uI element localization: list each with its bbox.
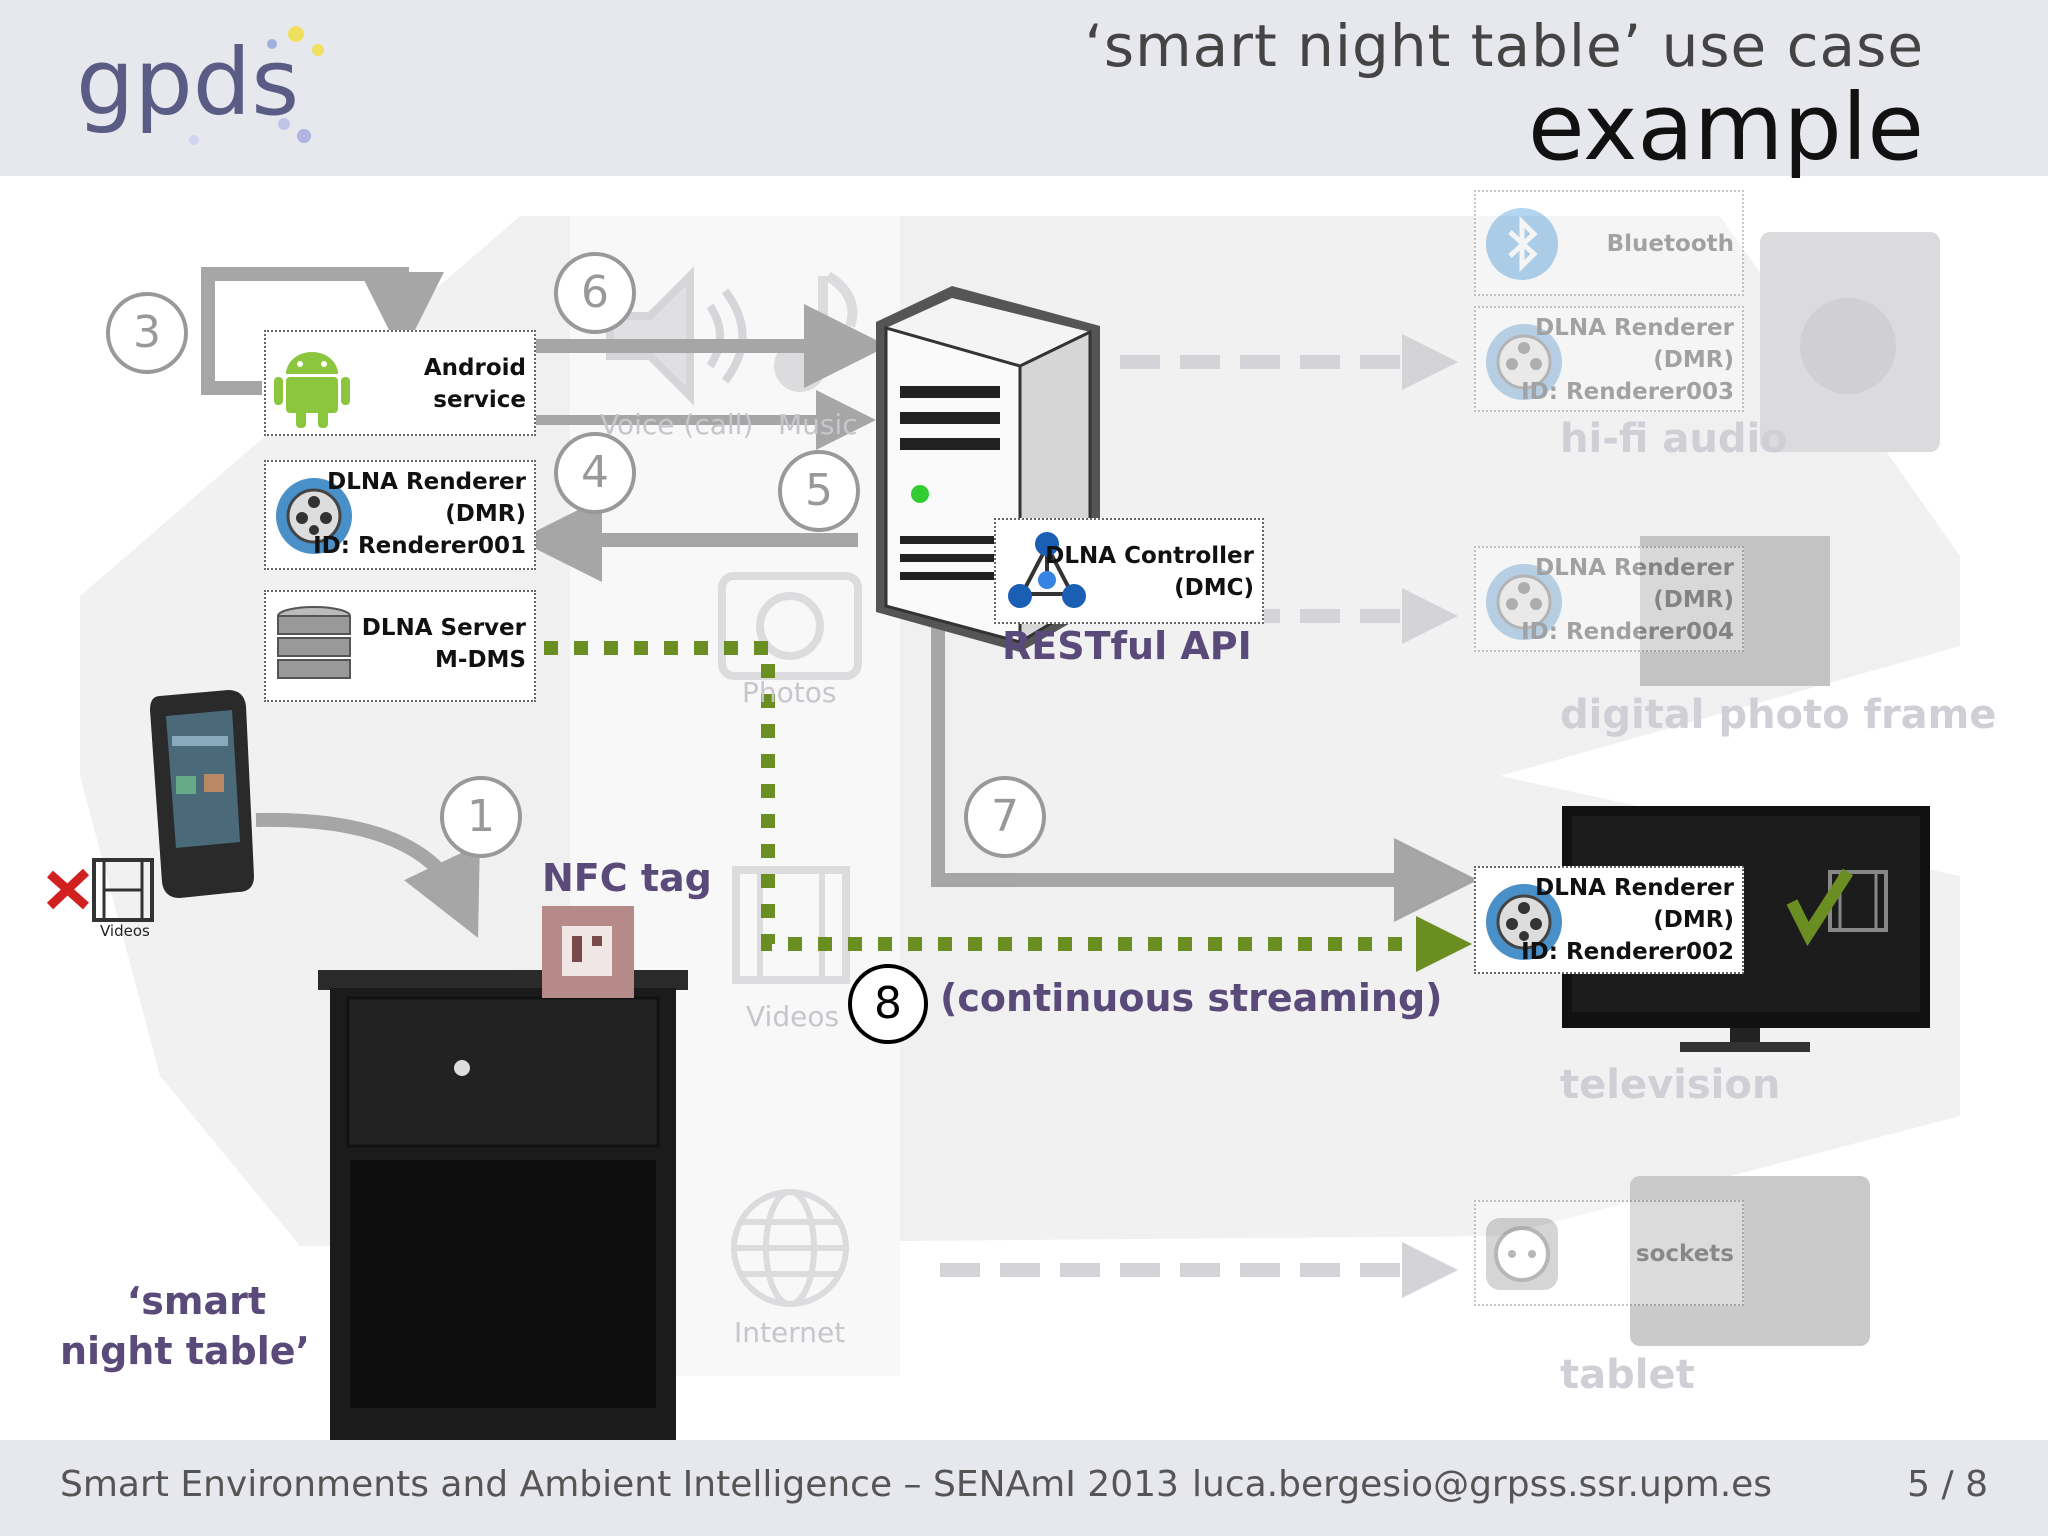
bluetooth-box: Bluetooth — [1474, 190, 1744, 296]
renderer001-line2: (DMR) — [445, 501, 526, 527]
renderer001-line3: ID: Renderer001 — [313, 533, 526, 559]
night-table-line1: ‘smart — [126, 1279, 266, 1323]
android-service-line2: service — [433, 387, 526, 413]
tablet-label: tablet — [1560, 1352, 1695, 1398]
step-8-badge: 8 — [848, 964, 928, 1044]
night-table-label: ‘smart night table’ — [60, 1276, 310, 1376]
diagram-graphics — [46, 216, 1960, 1440]
night-table-line2: night table’ — [60, 1329, 310, 1373]
dlna-controller-line2: (DMC) — [1174, 575, 1254, 601]
renderer004-line2: (DMR) — [1653, 587, 1734, 613]
bg-label-photos: Photos — [742, 676, 837, 709]
smartphone-icon — [150, 690, 254, 898]
nfc-tag-icon — [542, 906, 634, 998]
step-7-badge: 7 — [964, 776, 1046, 858]
android-service-line1: Android — [423, 355, 526, 381]
digital-photo-frame-label: digital photo frame — [1560, 692, 1997, 738]
ghost-globe-icon — [731, 1189, 849, 1307]
hifi-audio-label: hi-fi audio — [1560, 416, 1788, 462]
step-5-badge: 5 — [778, 450, 860, 532]
renderer001-line1: DLNA Renderer — [327, 469, 526, 495]
arrow-step7 — [931, 608, 1478, 922]
bg-label-internet: Internet — [734, 1316, 846, 1349]
bluetooth-label: Bluetooth — [1606, 231, 1734, 257]
bluetooth-icon — [1486, 208, 1558, 280]
renderer004-line1: DLNA Renderer — [1535, 555, 1734, 581]
renderer002-line2: (DMR) — [1653, 907, 1734, 933]
step-1-badge: 1 — [440, 776, 522, 858]
dlna-controller-box: DLNA Controller (DMC) — [994, 518, 1264, 624]
renderer002-box: DLNA Renderer (DMR) ID: Renderer002 — [1474, 866, 1744, 974]
tv-videos-check-icon — [1786, 868, 1888, 947]
renderer003-box: DLNA Renderer (DMR) ID: Renderer003 — [1474, 306, 1744, 412]
renderer004-box: DLNA Renderer (DMR) ID: Renderer004 — [1474, 546, 1744, 652]
renderer004-line3: ID: Renderer004 — [1521, 619, 1734, 645]
ghost-film-icon — [732, 866, 850, 984]
network-nodes-icon — [1008, 532, 1086, 608]
television-label: television — [1560, 1062, 1781, 1108]
arrow-step3-loop — [201, 267, 444, 395]
night-table-icon — [318, 970, 688, 1440]
film-reel-icon — [1486, 564, 1562, 640]
svg-text:gpds: gpds — [76, 29, 299, 136]
android-service-box: Android service — [264, 330, 536, 436]
ghost-speaker-icon — [606, 266, 747, 406]
diagram-canvas: Voice (call) Music Photos Videos Interne… — [0, 176, 2048, 1440]
footer-conference: Smart Environments and Ambient Intellige… — [60, 1464, 1179, 1505]
footer-email: luca.bergesio@grpss.ssr.upm.es — [1192, 1464, 1773, 1505]
ghost-camera-icon — [718, 572, 862, 680]
film-reel-icon — [1486, 324, 1562, 400]
renderer003-line3: ID: Renderer003 — [1521, 379, 1734, 405]
slide-title-line1: ‘smart night table’ use case — [1084, 12, 1924, 80]
footer-page-number: 5 / 8 — [1907, 1464, 1988, 1505]
film-reel-icon — [276, 478, 352, 554]
dlna-server-box: DLNA Server M-DMS — [264, 590, 536, 702]
renderer002-line3: ID: Renderer002 — [1521, 939, 1734, 965]
television-icon — [1562, 806, 1930, 1052]
phone-videos-caption: Videos — [100, 922, 150, 940]
slide-footer: Smart Environments and Ambient Intellige… — [0, 1440, 2048, 1536]
slide-title-line2: example — [1528, 74, 1924, 181]
renderer002-line1: DLNA Renderer — [1535, 875, 1734, 901]
bg-label-music: Music — [778, 408, 858, 441]
restful-api-label: RESTful API — [1002, 624, 1252, 668]
nfc-tag-label: NFC tag — [542, 856, 712, 900]
gpds-logo: gpds — [76, 26, 324, 145]
renderer003-line2: (DMR) — [1653, 347, 1734, 373]
arrow-step8-stream — [544, 641, 1472, 972]
renderer001-box: DLNA Renderer (DMR) ID: Renderer001 — [264, 460, 536, 570]
dlna-server-line2: M-DMS — [435, 647, 526, 673]
slide-header: gpds ‘smart night table’ use case exampl… — [0, 0, 2048, 181]
step-6-badge: 6 — [554, 252, 636, 334]
no-videos-icon — [46, 858, 154, 922]
database-icon — [277, 606, 351, 679]
step-4-badge: 4 — [554, 432, 636, 514]
renderer003-line1: DLNA Renderer — [1535, 315, 1734, 341]
arrow-step1 — [255, 812, 480, 938]
bg-label-videos: Videos — [746, 1000, 840, 1033]
dlna-server-line1: DLNA Server — [361, 615, 526, 641]
film-reel-icon — [1486, 884, 1562, 960]
continuous-streaming-label: (continuous streaming) — [940, 976, 1443, 1020]
dlna-controller-line1: DLNA Controller — [1045, 543, 1254, 569]
sockets-label: sockets — [1635, 1241, 1734, 1267]
android-icon — [274, 352, 350, 428]
step-3-badge: 3 — [106, 292, 188, 374]
socket-icon — [1486, 1218, 1558, 1290]
sockets-box: sockets — [1474, 1200, 1744, 1306]
bg-label-voice: Voice (call) — [600, 408, 754, 441]
